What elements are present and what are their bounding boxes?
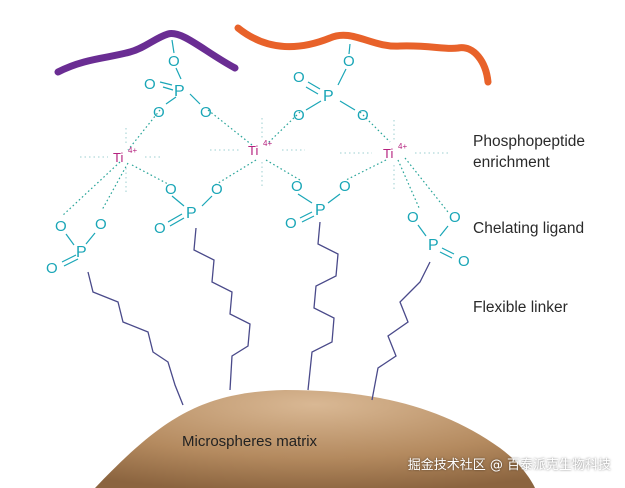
- oxygen-atom: O: [293, 107, 305, 124]
- phosphorus-atom: P: [186, 205, 197, 222]
- microsphere-matrix: [95, 390, 535, 488]
- label-enrichment-line1: Phosphopeptide: [473, 133, 586, 150]
- oxygen-atom: O: [144, 76, 156, 93]
- chelating-phosphate-2: O O P O: [154, 181, 223, 237]
- coordination-bonds: [61, 109, 449, 217]
- ti-coordination-sphere: [80, 118, 448, 195]
- linker-2: [193, 227, 251, 391]
- oxygen-atom: O: [95, 216, 107, 233]
- oxygen-atom: O: [285, 215, 297, 232]
- oxygen-atom: O: [449, 209, 461, 226]
- oxygen-atom: O: [458, 253, 470, 270]
- titanium-center-1: Ti 4+: [113, 146, 137, 165]
- peptide-chain-left: [54, 30, 239, 76]
- oxygen-atom: O: [46, 260, 58, 277]
- phosphorus-atom: P: [76, 244, 87, 261]
- chelating-phosphate-3: O O P O: [285, 178, 351, 232]
- linker-4: [371, 261, 431, 401]
- linker-3: [307, 221, 339, 391]
- titanium-center-3: Ti 4+: [383, 142, 407, 161]
- oxygen-atom: O: [293, 69, 305, 86]
- label-flexible-linker: Flexible linker: [473, 299, 568, 316]
- titanium-charge: 4+: [128, 146, 137, 155]
- chelating-phosphate-4: O O P O: [407, 209, 470, 270]
- label-microspheres-matrix: Microspheres matrix: [182, 433, 318, 450]
- titanium-atom: Ti: [248, 143, 258, 158]
- linker-1: [87, 271, 184, 406]
- covalent-bonds: [61, 39, 455, 267]
- phosphate-top-right: O O P O O: [293, 53, 369, 124]
- phosphate-top-left: O O P O O: [144, 53, 212, 121]
- titanium-center-2: Ti 4+: [248, 139, 272, 158]
- label-chelating-ligand: Chelating ligand: [473, 220, 585, 237]
- oxygen-atom: O: [343, 53, 355, 70]
- peptide-chain-right: [234, 24, 492, 86]
- oxygen-atom: O: [200, 104, 212, 121]
- oxygen-atom: O: [357, 107, 369, 124]
- oxygen-atom: O: [154, 220, 166, 237]
- label-enrichment-line2: enrichment: [473, 154, 550, 171]
- watermark: 掘金技术社区 @ 百泰派克生物科技: [407, 458, 611, 473]
- oxygen-atom: O: [291, 178, 303, 195]
- oxygen-atom: O: [211, 181, 223, 198]
- phosphorus-atom: P: [323, 88, 334, 105]
- oxygen-atom: O: [168, 53, 180, 70]
- chelating-phosphate-1: O O P O: [46, 216, 107, 277]
- titanium-charge: 4+: [263, 139, 272, 148]
- flexible-linkers: [87, 221, 431, 406]
- titanium-atom: Ti: [383, 146, 393, 161]
- titanium-atom: Ti: [113, 150, 123, 165]
- phosphorus-atom: P: [428, 237, 439, 254]
- label-phosphopeptide-enrichment: Phosphopeptide enrichment: [473, 131, 585, 173]
- titanium-charge: 4+: [398, 142, 407, 151]
- oxygen-atom: O: [339, 178, 351, 195]
- phosphorus-atom: P: [174, 83, 185, 100]
- oxygen-atom: O: [165, 181, 177, 198]
- phosphorus-atom: P: [315, 202, 326, 219]
- oxygen-atom: O: [55, 218, 67, 235]
- oxygen-atom: O: [153, 104, 165, 121]
- oxygen-atom: O: [407, 209, 419, 226]
